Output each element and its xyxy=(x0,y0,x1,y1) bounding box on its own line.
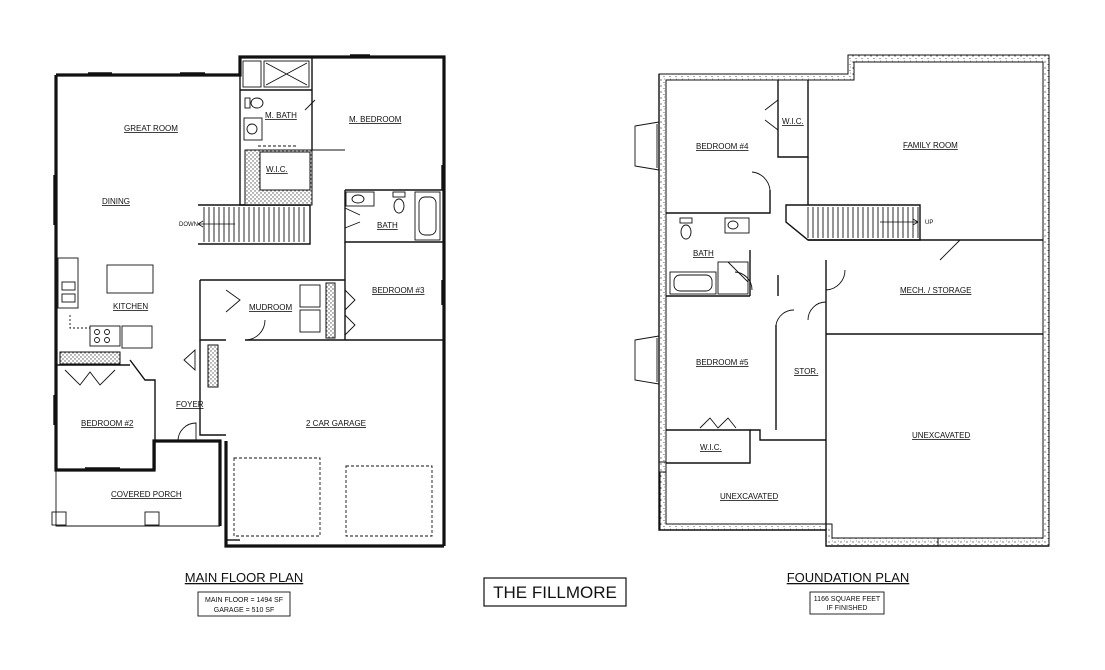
label-mech-storage: MECH. / STORAGE xyxy=(900,286,971,295)
label-garage: 2 CAR GARAGE xyxy=(306,419,366,428)
sheet-title: THE FILLMORE xyxy=(493,583,617,602)
label-great-room: GREAT ROOM xyxy=(124,124,178,133)
garage-doors xyxy=(226,457,433,541)
label-bath: BATH xyxy=(377,221,398,230)
label-down: DOWN xyxy=(179,222,198,228)
label-m-bath: M. BATH xyxy=(265,111,297,120)
foundation-plan-title-block: FOUNDATION PLAN 1166 SQUARE FEET IF FINI… xyxy=(787,570,910,615)
label-mudroom: MUDROOM xyxy=(249,303,292,312)
window-wells xyxy=(634,121,660,385)
label-bedroom-2: BEDROOM #2 xyxy=(81,419,134,428)
foundation-stair xyxy=(785,204,921,241)
stair-arrow xyxy=(880,218,919,226)
label-unexcavated-right: UNEXCAVATED xyxy=(912,431,970,440)
main-floor-plan: GREAT ROOM M. BATH M. BEDROOM W.I.C. DIN… xyxy=(51,54,446,548)
label-foyer: FOYER xyxy=(176,400,204,409)
label-bedroom-4: BEDROOM #4 xyxy=(696,142,749,151)
label-dining: DINING xyxy=(102,197,130,206)
main-floor-area: MAIN FLOOR = 1494 SF xyxy=(205,597,283,604)
sheet-title-block: THE FILLMORE xyxy=(483,577,627,607)
foundation-plan: BEDROOM #4 W.I.C. FAMILY ROOM BATH UP ME… xyxy=(634,54,1050,547)
foundation-doors xyxy=(734,171,846,326)
label-wic-bottom: W.I.C. xyxy=(700,443,722,452)
label-wic: W.I.C. xyxy=(266,165,288,174)
bedroom-3-and-mudroom xyxy=(199,242,444,436)
foundation-area: 1166 SQUARE FEET xyxy=(814,596,881,603)
main-stair xyxy=(197,204,311,245)
foyer-door xyxy=(177,422,197,442)
label-bedroom-5: BEDROOM #5 xyxy=(696,358,749,367)
foundation-area-note: IF FINISHED xyxy=(827,605,868,612)
main-plan-title: MAIN FLOOR PLAN xyxy=(185,570,303,585)
label-kitchen: KITCHEN xyxy=(113,302,148,311)
label-unexcavated-left: UNEXCAVATED xyxy=(720,492,778,501)
stair-arrow xyxy=(197,220,235,228)
label-family-room: FAMILY ROOM xyxy=(903,141,958,150)
label-bedroom-3: BEDROOM #3 xyxy=(372,286,425,295)
main-room-labels: GREAT ROOM M. BATH M. BEDROOM W.I.C. DIN… xyxy=(81,111,425,499)
covered-porch xyxy=(51,470,220,527)
main-windows xyxy=(53,54,443,469)
garage-area: GARAGE = 510 SF xyxy=(214,607,275,614)
foundation-room-labels: BEDROOM #4 W.I.C. FAMILY ROOM BATH UP ME… xyxy=(693,117,971,501)
label-foundation-bath: BATH xyxy=(693,249,714,258)
label-up: UP xyxy=(925,220,933,226)
label-m-bedroom: M. BEDROOM xyxy=(349,115,402,124)
label-wic-top: W.I.C. xyxy=(782,117,804,126)
main-plan-title-block: MAIN FLOOR PLAN MAIN FLOOR = 1494 SF GAR… xyxy=(185,570,303,617)
foundation-walls xyxy=(658,54,1050,547)
master-suite xyxy=(239,57,345,206)
label-covered-porch: COVERED PORCH xyxy=(111,490,182,499)
label-stor: STOR. xyxy=(794,367,818,376)
foundation-plan-title: FOUNDATION PLAN xyxy=(787,570,910,585)
main-bath xyxy=(344,189,444,243)
kitchen-fixtures xyxy=(56,257,196,470)
